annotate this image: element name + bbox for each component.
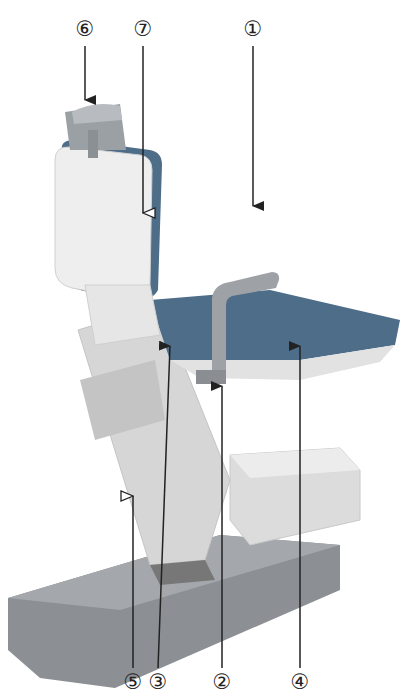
- headrest-bar: [88, 130, 98, 158]
- backrest-joint: [85, 285, 160, 345]
- pedestal: [230, 448, 360, 545]
- leader-arrow: [142, 46, 144, 213]
- leader-arrow: [299, 346, 301, 668]
- callout-number: ④: [285, 670, 315, 694]
- callout-number: ②: [207, 670, 237, 694]
- seat-cushion: [150, 290, 400, 360]
- column-foot: [150, 560, 215, 585]
- leader-arrow: [252, 46, 254, 206]
- leader-arrow: [84, 46, 86, 100]
- column-panel: [80, 360, 165, 440]
- backrest-shell: [55, 147, 152, 296]
- callout-number: ③: [143, 670, 173, 694]
- leader-arrow: [221, 386, 223, 668]
- leader-arrow: [158, 346, 170, 668]
- headrest-pad: [72, 104, 122, 124]
- pedestal-top: [230, 448, 360, 478]
- callout-number: ⑥: [70, 17, 100, 41]
- callout-number: ①: [238, 17, 268, 41]
- armrest: [212, 272, 279, 383]
- leader-arrow: [132, 496, 134, 668]
- callout-number: ⑤: [118, 670, 148, 694]
- callout-number: ⑦: [128, 17, 158, 41]
- armrest-mount: [196, 370, 226, 384]
